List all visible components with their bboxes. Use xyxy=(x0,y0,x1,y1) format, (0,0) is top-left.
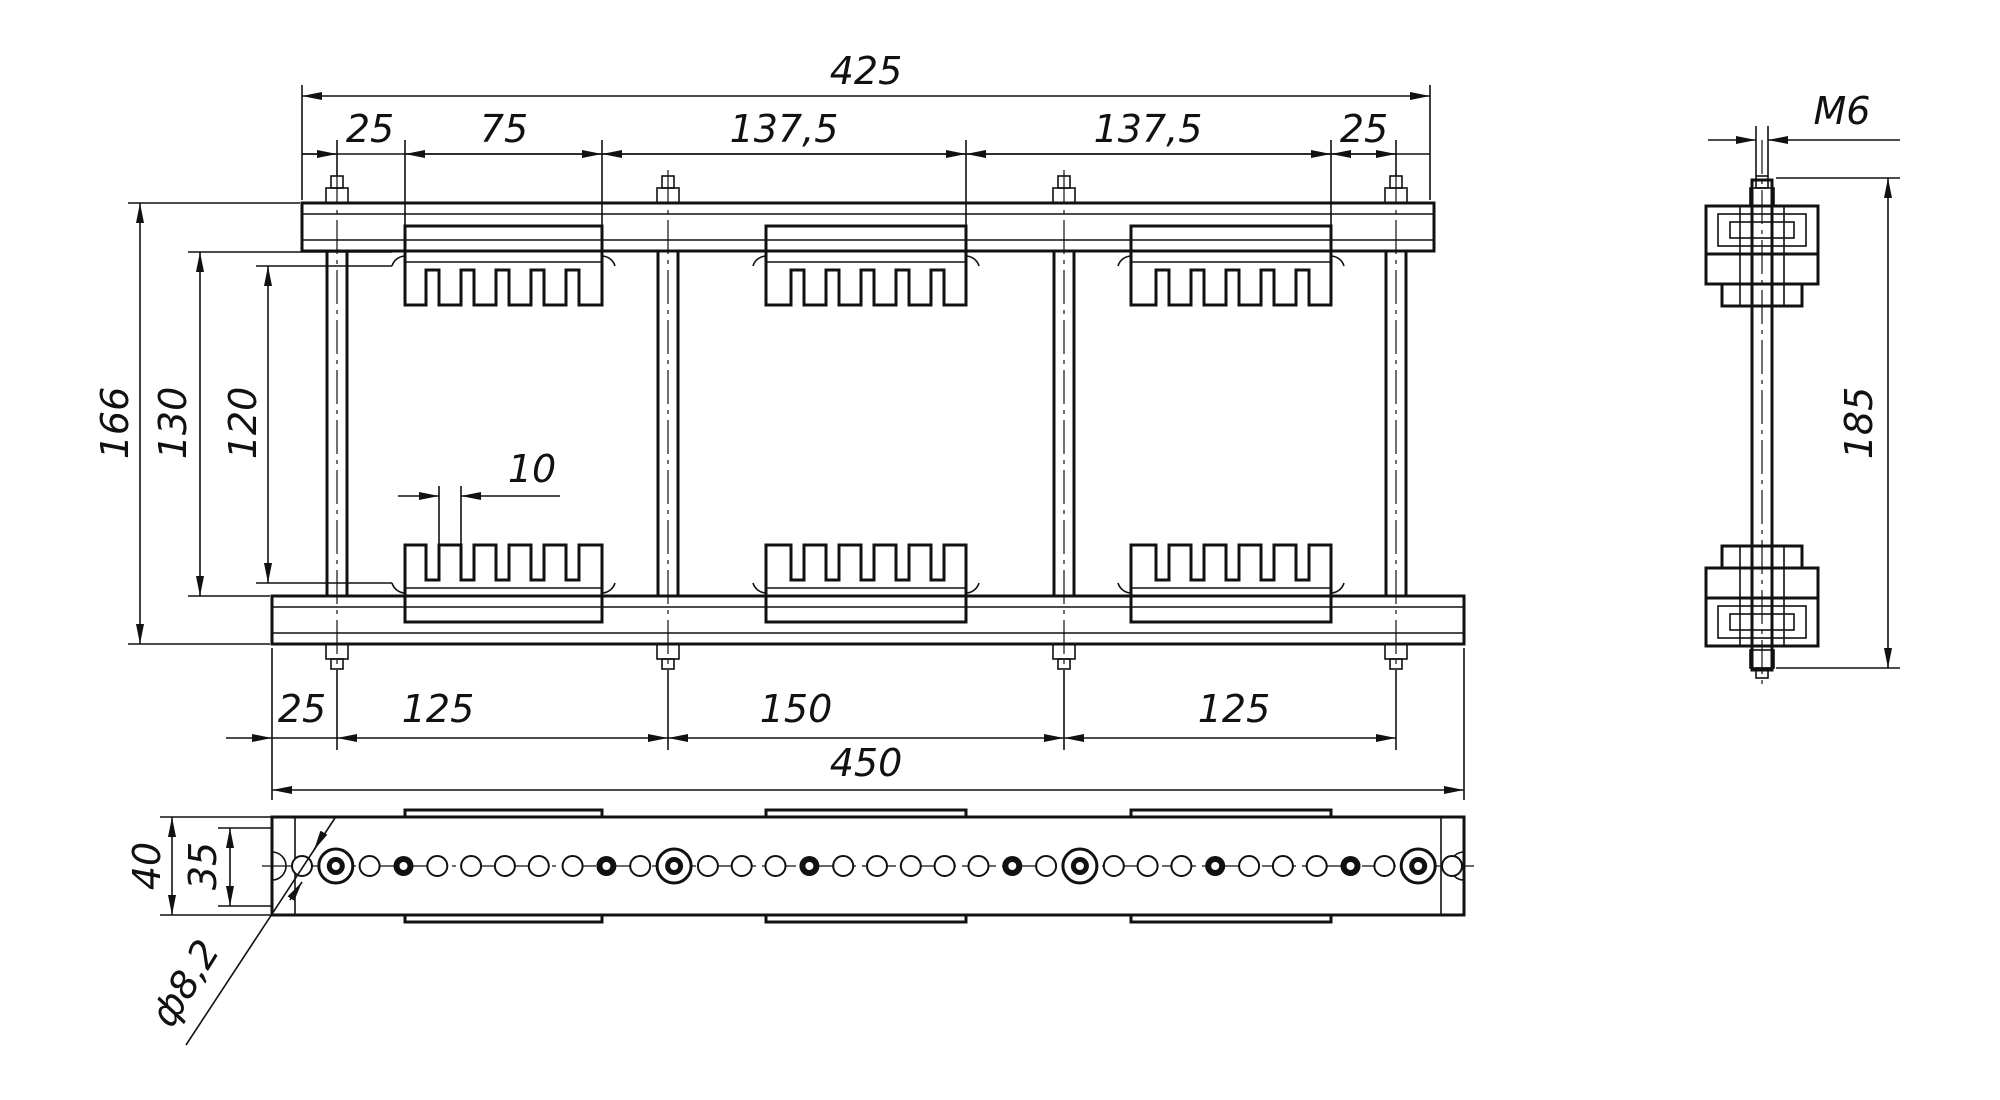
mounting-hole xyxy=(1441,855,1463,877)
left-dimensions: 166 130 120 xyxy=(93,202,392,645)
lower-clamp-3 xyxy=(1117,543,1345,624)
side-upper-clamp xyxy=(1704,204,1820,308)
lower-clamp-1 xyxy=(391,543,616,624)
dim-plan-height-outer: 40 xyxy=(125,842,169,890)
top-rail xyxy=(300,201,1436,253)
dim-thread: M6 xyxy=(1814,89,1871,133)
mounting-hole xyxy=(493,855,516,877)
mounting-hole xyxy=(1170,855,1193,877)
dim-right-end-top: 25 xyxy=(1340,107,1388,151)
tie-rod-1 xyxy=(325,170,349,670)
side-view: 185 M6 xyxy=(1704,89,1900,690)
upper-clamp-3 xyxy=(1117,224,1345,307)
rod-center xyxy=(670,862,679,870)
dim-first-span-top: 75 xyxy=(480,107,528,151)
mounting-hole xyxy=(967,855,990,877)
front-view: 425 25 75 137,5 137,5 25 166 1 xyxy=(93,49,1466,800)
tie-rod-2 xyxy=(656,170,680,670)
dim-inner-height: 120 xyxy=(221,387,265,460)
dim-middle-span-bottom: 150 xyxy=(760,687,833,731)
rod-center xyxy=(331,862,340,870)
mounting-hole xyxy=(1238,855,1261,877)
slot-width-dimension: 10 xyxy=(398,447,560,545)
filled-hole-center xyxy=(1211,862,1220,870)
dim-second-span-top: 137,5 xyxy=(730,107,839,151)
dim-side-height: 185 xyxy=(1837,387,1881,460)
plan-view: 40 35 ф8,2 xyxy=(125,808,1474,1046)
mounting-hole xyxy=(1102,855,1125,877)
dim-hole-diameter: ф8,2 xyxy=(142,932,229,1034)
mounting-hole xyxy=(933,855,956,877)
dim-overall-bottom: 450 xyxy=(830,741,903,785)
mounting-hole xyxy=(866,855,888,877)
upper-clamp-1 xyxy=(391,224,616,307)
upper-clamps xyxy=(391,224,1345,307)
dim-first-span-bottom: 125 xyxy=(402,687,475,731)
filled-hole-center xyxy=(1346,862,1355,870)
dim-plan-height-inner: 35 xyxy=(181,842,225,890)
mounting-hole xyxy=(629,855,652,877)
mounting-hole xyxy=(696,855,719,877)
mounting-hole xyxy=(1305,855,1328,877)
dim-last-span-bottom: 125 xyxy=(1198,687,1271,731)
mounting-hole xyxy=(527,855,550,877)
upper-clamp-2 xyxy=(752,224,980,307)
mounting-hole xyxy=(561,855,584,877)
mounting-hole xyxy=(426,855,449,877)
dim-left-end-bottom: 25 xyxy=(278,687,326,731)
dim-overall-top: 425 xyxy=(830,49,903,93)
tie-rods xyxy=(325,170,1408,670)
dim-outer-height: 166 xyxy=(93,387,137,460)
mounting-hole xyxy=(899,855,922,877)
mounting-hole xyxy=(1136,855,1159,877)
rod-center xyxy=(1075,862,1084,870)
mounting-hole xyxy=(358,855,381,877)
bottom-dimensions: 25 125 150 125 450 xyxy=(226,648,1465,800)
filled-hole-center xyxy=(805,862,814,870)
lower-clamps xyxy=(391,543,1345,624)
filled-hole-center xyxy=(1008,862,1017,870)
mounting-hole xyxy=(730,855,753,877)
dim-left-end-top: 25 xyxy=(346,107,394,151)
tie-rod-4 xyxy=(1384,170,1408,670)
side-lower-clamp xyxy=(1704,544,1820,648)
tie-rod-3 xyxy=(1052,170,1076,670)
mounting-hole xyxy=(1271,855,1294,877)
filled-hole-center xyxy=(399,862,408,870)
hole-row xyxy=(291,847,1463,885)
dim-third-span-top: 137,5 xyxy=(1094,107,1203,151)
dim-slot-width: 10 xyxy=(508,447,556,491)
dim-middle-height: 130 xyxy=(151,387,195,460)
top-dimensions: 425 25 75 137,5 137,5 25 xyxy=(301,49,1431,226)
lower-clamp-2 xyxy=(752,543,980,624)
bottom-rail xyxy=(270,594,1466,646)
filled-hole-center xyxy=(602,862,611,870)
mounting-hole xyxy=(764,855,787,877)
mounting-hole xyxy=(1035,855,1058,877)
mounting-hole xyxy=(1373,855,1396,877)
rod-center xyxy=(1414,862,1423,870)
hole-diameter-leader xyxy=(185,817,336,1046)
mounting-hole xyxy=(832,855,855,877)
mounting-hole xyxy=(460,855,483,877)
